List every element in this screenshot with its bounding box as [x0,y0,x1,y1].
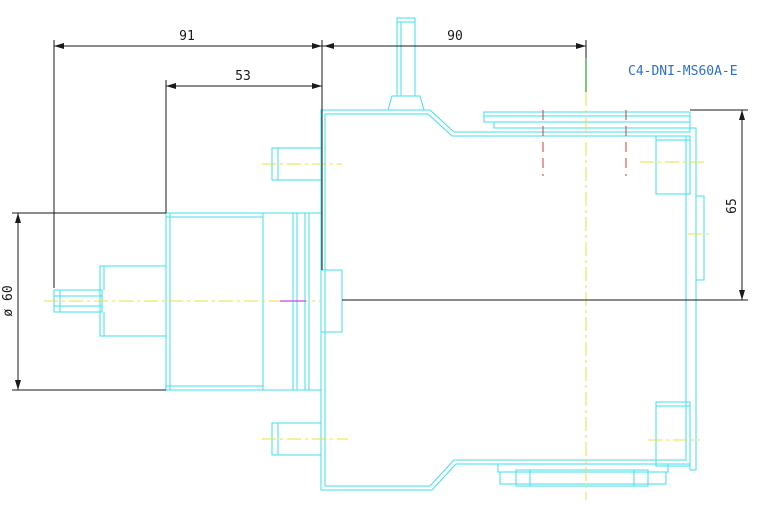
dimension-91: 91 [179,29,195,44]
centerlines [44,92,712,500]
dimension-labels: 91 53 90 65 ø 60 [1,29,740,317]
dimension-diameter-60: ø 60 [1,285,16,316]
dimension-53: 53 [235,69,251,84]
right-bolt-housings [655,135,705,467]
gearbox-housing [320,109,697,491]
top-mounting-plate [483,111,691,129]
bottom-mounting-plate [497,463,669,487]
dimension-65: 65 [725,198,740,214]
accent-marks [280,58,587,302]
hidden-lines [542,110,627,176]
dimension-90: 90 [447,29,463,44]
dimensions [12,40,748,391]
part-number-label: C4-DNI-MS60A-E [628,64,738,79]
pilot-boss [320,269,343,333]
top-output-stub [387,17,425,111]
part-outline [53,17,705,491]
